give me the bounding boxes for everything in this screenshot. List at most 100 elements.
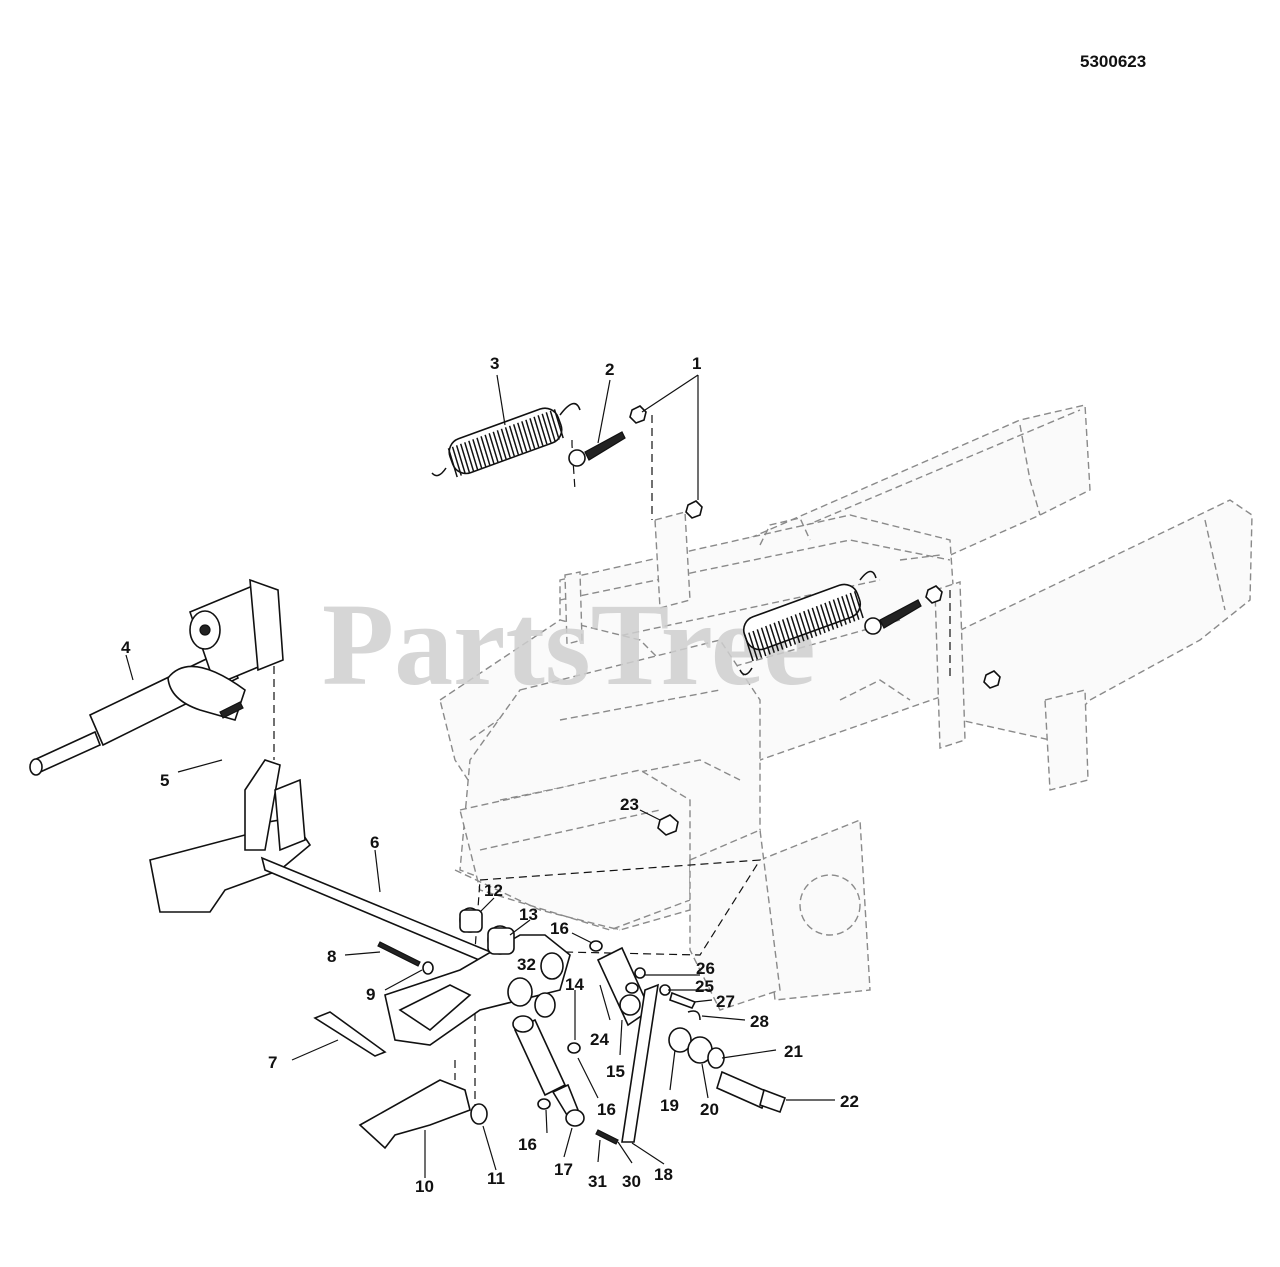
spring-coil bbox=[748, 632, 759, 660]
lift-shaft-assembly bbox=[149, 759, 571, 1046]
callout-16b: 16 bbox=[597, 1100, 616, 1119]
spring-coil bbox=[517, 422, 528, 452]
spring-coil bbox=[464, 442, 475, 472]
bolt-8 bbox=[377, 941, 421, 967]
bushing-12 bbox=[459, 907, 483, 933]
callout-13: 13 bbox=[519, 905, 538, 924]
washer-24 bbox=[625, 982, 639, 994]
spring-coil bbox=[468, 440, 479, 470]
spring-coil bbox=[853, 591, 864, 619]
callout-25: 25 bbox=[695, 977, 714, 996]
spring-coil bbox=[777, 620, 788, 649]
washer-16-b bbox=[567, 1042, 581, 1054]
extension-spring bbox=[431, 402, 581, 478]
spring-coil bbox=[533, 416, 544, 446]
spring-coil bbox=[496, 430, 507, 460]
spring-coil bbox=[484, 434, 495, 464]
spring-coil bbox=[492, 431, 503, 461]
spring-coil bbox=[743, 634, 754, 662]
spring-coil bbox=[828, 600, 839, 629]
callout-16a: 16 bbox=[550, 919, 569, 938]
bushing-32 bbox=[507, 952, 564, 1018]
spring-coil bbox=[500, 428, 511, 458]
clip-28 bbox=[687, 1010, 701, 1021]
spring-coil bbox=[760, 627, 771, 655]
hex-nut-frame-2 bbox=[925, 585, 943, 604]
spring-coil bbox=[798, 612, 809, 640]
callout-31: 31 bbox=[588, 1172, 607, 1191]
hex-nut-frame-1 bbox=[685, 500, 703, 519]
spring-coil bbox=[472, 439, 483, 469]
nut-23 bbox=[657, 814, 679, 836]
spring-coil bbox=[553, 409, 564, 439]
spring-coil bbox=[836, 597, 847, 625]
spring-coil bbox=[811, 607, 822, 635]
spring-coil bbox=[790, 615, 801, 644]
spring-coil bbox=[815, 605, 826, 634]
spring-coil bbox=[537, 415, 548, 445]
callout-2: 2 bbox=[605, 360, 614, 379]
pin-30 bbox=[595, 1129, 619, 1145]
bracket-10 bbox=[358, 1079, 471, 1150]
callout-10: 10 bbox=[415, 1177, 434, 1196]
callout-23: 23 bbox=[620, 795, 639, 814]
callout-19: 19 bbox=[660, 1096, 679, 1115]
extension-spring-frame bbox=[739, 570, 877, 676]
callout-27: 27 bbox=[716, 992, 735, 1011]
spring-coil bbox=[525, 419, 536, 449]
spring-coil bbox=[841, 596, 852, 624]
spring-coil bbox=[849, 592, 860, 620]
actuator-cover bbox=[167, 665, 246, 721]
bolt-22 bbox=[716, 1070, 787, 1114]
spring-coil bbox=[504, 427, 515, 457]
callout-11: 11 bbox=[487, 1169, 505, 1188]
callout-26: 26 bbox=[696, 959, 715, 978]
spring-coil bbox=[459, 443, 471, 473]
callout-3: 3 bbox=[490, 354, 499, 373]
spring-coil bbox=[773, 622, 784, 650]
spacer-19 bbox=[668, 1027, 692, 1053]
spring-coil bbox=[488, 433, 499, 463]
spring-coil bbox=[476, 437, 487, 467]
spring-coil bbox=[529, 418, 540, 448]
callout-5: 5 bbox=[160, 771, 169, 790]
spring-coil bbox=[781, 619, 792, 647]
callout-14: 14 bbox=[565, 975, 584, 994]
spring-coil bbox=[545, 412, 556, 442]
link-18 bbox=[621, 983, 659, 1143]
callout-15: 15 bbox=[606, 1062, 625, 1081]
callout-4: 4 bbox=[121, 638, 131, 657]
spring-coil bbox=[820, 604, 830, 632]
callout-24: 24 bbox=[590, 1030, 609, 1049]
spring-coil bbox=[832, 599, 843, 627]
spring-coil bbox=[512, 424, 524, 454]
nut-25 bbox=[634, 967, 646, 979]
pointer-7 bbox=[313, 1011, 387, 1057]
washer-16-c bbox=[537, 1098, 551, 1110]
spring-coil bbox=[480, 436, 491, 466]
callout-17: 17 bbox=[554, 1160, 573, 1179]
spring-coil bbox=[765, 625, 775, 653]
bolt-27 bbox=[669, 991, 697, 1009]
bushing-11 bbox=[470, 1103, 488, 1125]
spring-coil bbox=[451, 446, 462, 476]
bushing-13 bbox=[487, 925, 515, 955]
spring-coil bbox=[752, 630, 763, 658]
callout-32: 32 bbox=[517, 955, 536, 974]
spring-coil bbox=[455, 445, 467, 475]
washer-16-a bbox=[589, 940, 603, 952]
hex-nut-top bbox=[629, 405, 647, 424]
mower-frame bbox=[439, 404, 1253, 1011]
callout-21: 21 bbox=[784, 1042, 803, 1061]
callout-20: 20 bbox=[700, 1100, 719, 1119]
spring-coil bbox=[845, 594, 856, 622]
spring-coil bbox=[807, 609, 818, 637]
leader-lines bbox=[125, 374, 835, 1178]
callout-22: 22 bbox=[840, 1092, 859, 1111]
document-number: 5300623 bbox=[1080, 52, 1146, 71]
callouts: 1 2 3 4 5 6 7 8 9 10 11 12 13 14 15 16 1… bbox=[121, 354, 859, 1196]
washer-21 bbox=[707, 1047, 725, 1069]
callout-30: 30 bbox=[622, 1172, 641, 1191]
spring-coil bbox=[549, 410, 560, 440]
